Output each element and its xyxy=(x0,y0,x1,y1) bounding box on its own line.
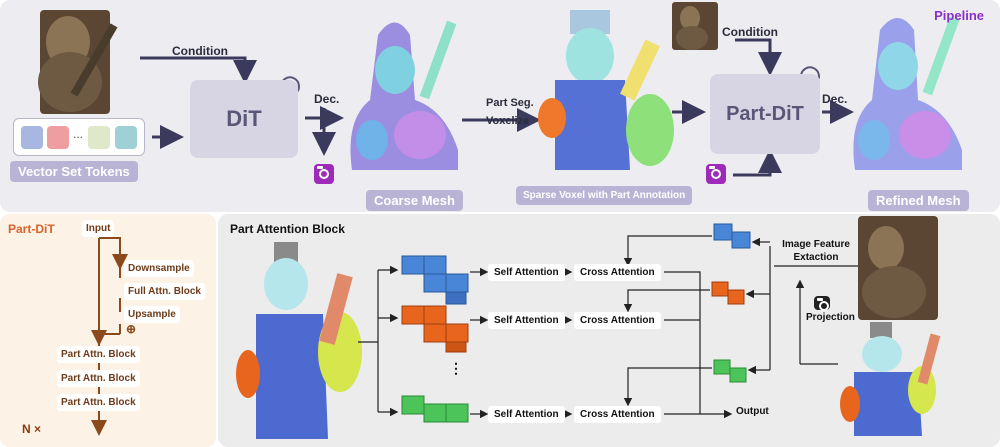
condition-label: Condition xyxy=(172,44,228,58)
camera-icon-3 xyxy=(814,296,830,311)
ellipsis-vertical: ⋮ xyxy=(449,360,463,376)
condition-label-2: Condition xyxy=(722,25,778,39)
self-attention-2: Self Attention xyxy=(488,312,565,329)
condition-character-image xyxy=(672,2,718,50)
part-attn-block-2: Part Attn. Block xyxy=(57,370,140,387)
green-feature-voxel xyxy=(713,359,747,383)
refined-mesh-image xyxy=(853,16,962,170)
condition-arrow-2 xyxy=(735,38,782,76)
refined-mesh-label: Refined Mesh xyxy=(868,190,969,211)
camera-to-partdit-arrow xyxy=(733,149,782,177)
part-dit-panel: Part-DiT Input Downsample Full Attn. Blo… xyxy=(0,214,216,447)
downsample-box: Downsample xyxy=(124,260,194,277)
camera-icon-2 xyxy=(706,164,726,184)
part-voxel-figure xyxy=(236,242,362,439)
dec-label: Dec. xyxy=(314,92,340,106)
token-green xyxy=(88,126,110,149)
token-teal xyxy=(115,126,137,149)
projected-voxel-figure xyxy=(840,322,941,436)
input-box: Input xyxy=(82,220,115,237)
sparse-voxel-image xyxy=(538,10,674,170)
pipeline-panel: Pipeline Condition Condition DiT Part-Di… xyxy=(0,0,1000,212)
projection-label: Projection xyxy=(806,312,855,323)
part-dit-title: Part-DiT xyxy=(8,222,55,236)
output-label: Output xyxy=(736,406,769,417)
part-seg-label: Part Seg. xyxy=(486,97,534,109)
orange-feature-voxel xyxy=(711,281,745,305)
pipeline-title: Pipeline xyxy=(934,8,984,23)
dit-block: DiT xyxy=(190,80,298,158)
part-attention-panel: Part Attention Block xyxy=(218,214,1000,447)
condition-arrow xyxy=(140,56,257,84)
orange-voxel-group xyxy=(401,305,469,353)
repeat-label: N × xyxy=(22,422,42,436)
upsample-box: Upsample xyxy=(124,306,180,323)
cross-attention-3: Cross Attention xyxy=(574,406,661,423)
vector-set-tokens-tray: ... xyxy=(13,118,145,156)
part-attention-title: Part Attention Block xyxy=(230,222,345,236)
part-attention-graphics xyxy=(236,216,941,439)
voxelize-label: Voxelize xyxy=(486,115,530,127)
reference-character-image xyxy=(858,216,938,320)
dec-label-2: Dec. xyxy=(822,92,848,106)
camera-icon xyxy=(314,164,334,184)
input-character-image xyxy=(38,10,118,114)
part-attn-block-3: Part Attn. Block xyxy=(57,394,140,411)
blue-voxel-group xyxy=(401,255,469,305)
sparse-voxel-label: Sparse Voxel with Part Annotation xyxy=(516,186,693,205)
part-dit-connectors xyxy=(91,237,128,436)
vector-set-tokens-label: Vector Set Tokens xyxy=(10,161,138,182)
add-icon: ⊕ xyxy=(126,322,137,336)
blue-feature-voxel xyxy=(713,223,751,249)
pipeline-graphics xyxy=(38,2,962,177)
token-red xyxy=(47,126,69,149)
part-dit-block: Part-DiT xyxy=(710,74,820,154)
part-attn-block-1: Part Attn. Block xyxy=(57,346,140,363)
cross-attention-2: Cross Attention xyxy=(574,312,661,329)
token-blue xyxy=(21,126,43,149)
token-ellipsis: ... xyxy=(73,127,84,141)
self-attention-1: Self Attention xyxy=(488,264,565,281)
cross-attention-1: Cross Attention xyxy=(574,264,661,281)
image-feature-extraction-label: Image Feature Extaction xyxy=(782,239,850,263)
self-attention-3: Self Attention xyxy=(488,406,565,423)
coarse-mesh-label: Coarse Mesh xyxy=(366,190,463,211)
coarse-mesh-image xyxy=(350,20,458,170)
full-attn-box: Full Attn. Block xyxy=(124,283,205,300)
green-voxel-group xyxy=(401,395,469,423)
